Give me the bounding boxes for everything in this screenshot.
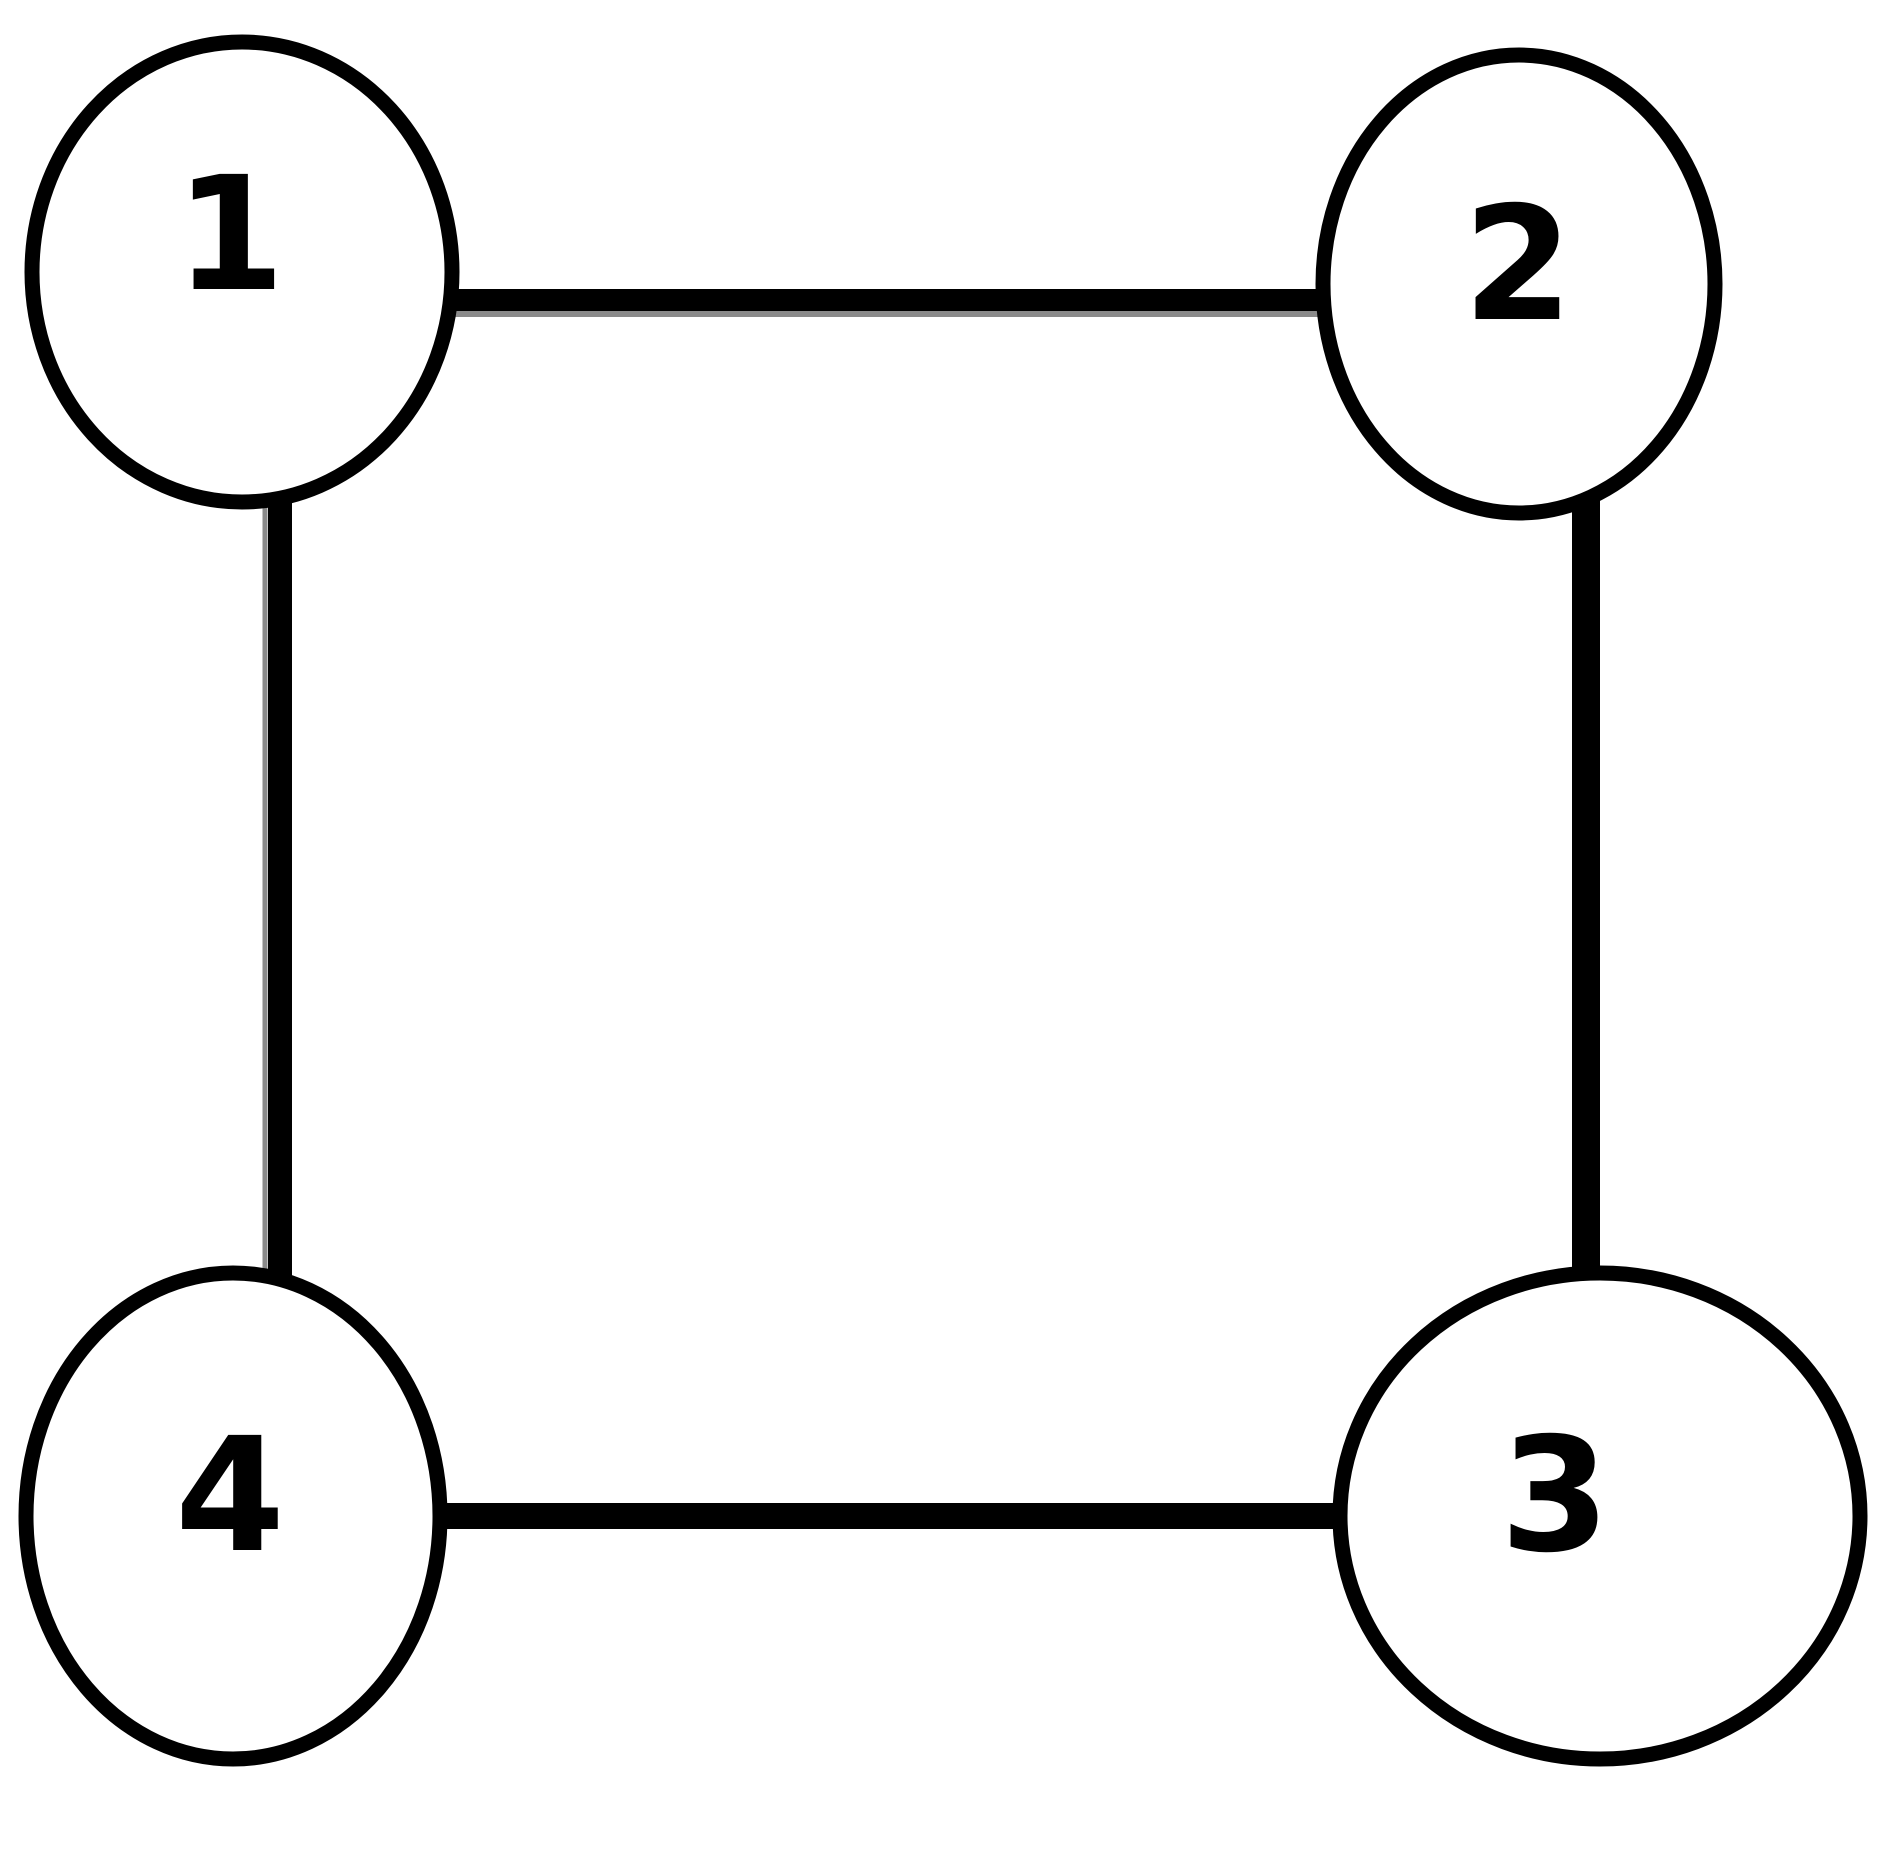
node-2: 2 xyxy=(1315,47,1723,521)
node-2-label: 2 xyxy=(1463,173,1573,357)
node-4-label: 4 xyxy=(175,1404,285,1588)
node-4-circle xyxy=(18,1265,448,1767)
node-2-circle xyxy=(1315,47,1723,521)
node-1: 1 xyxy=(24,34,460,510)
node-3-label: 3 xyxy=(1500,1404,1610,1588)
node-3-circle xyxy=(1332,1265,1868,1767)
node-1-label: 1 xyxy=(175,143,285,327)
node-3: 3 xyxy=(1332,1265,1868,1767)
node-4: 4 xyxy=(18,1265,448,1767)
node-1-circle xyxy=(24,34,460,510)
